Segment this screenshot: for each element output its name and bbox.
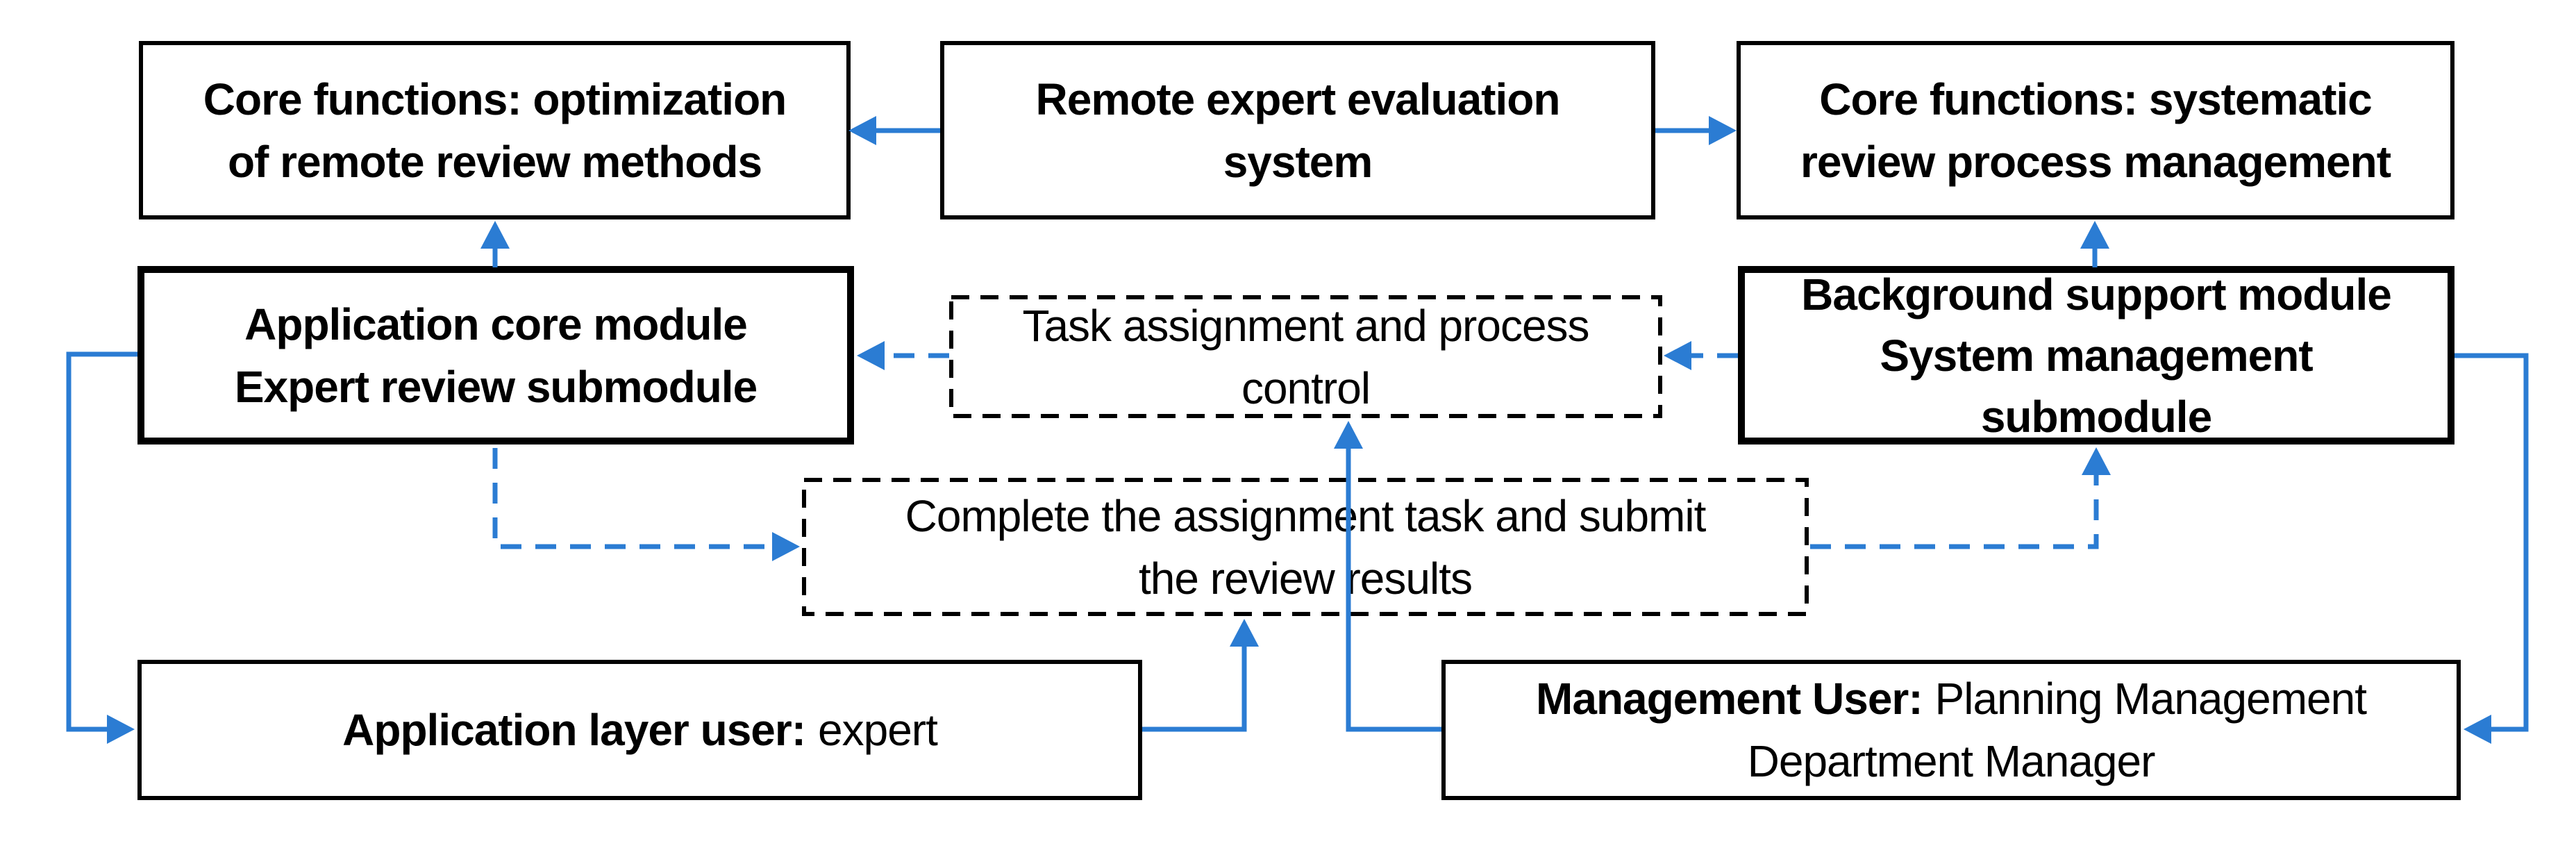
box-task-assignment-line2: control — [1241, 363, 1371, 413]
box-application-core-module-line1: Application core module — [244, 299, 748, 349]
arrow-app-core-to-complete — [492, 448, 800, 561]
management-user-value-line1: Planning Management — [1934, 674, 2367, 724]
arrow-background-to-core-right — [2080, 221, 2109, 267]
arrow-system-to-core-right — [1655, 116, 1737, 145]
box-application-layer-user: Application layer user:expert — [137, 660, 1142, 800]
box-core-functions-left: Core functions: optimization of remote r… — [139, 41, 851, 219]
box-background-support-line2: System management — [1880, 330, 2313, 381]
box-management-user: Management User:Planning Management Depa… — [1441, 660, 2461, 800]
box-remote-expert-system-line2: system — [1223, 136, 1373, 187]
arrow-background-to-task — [1664, 341, 1738, 370]
box-core-functions-left-line1: Core functions: optimization — [203, 74, 787, 124]
arrow-app-core-to-app-user — [66, 351, 137, 744]
box-core-functions-left-line2: of remote review methods — [227, 136, 762, 187]
box-application-core-module: Application core module Expert review su… — [137, 266, 854, 445]
box-task-assignment-line1: Task assignment and process — [1022, 300, 1589, 351]
box-background-support: Background support module System managem… — [1738, 266, 2454, 445]
box-complete-assignment-line2: the review results — [1139, 553, 1473, 604]
box-remote-expert-system: Remote expert evaluation system — [940, 41, 1655, 219]
arrow-system-to-core-left — [848, 116, 940, 145]
box-core-functions-right: Core functions: systematic review proces… — [1737, 41, 2454, 219]
application-layer-user-value: expert — [818, 705, 938, 755]
arrow-app-core-to-core-left — [480, 221, 510, 267]
management-user-label: Management User: — [1536, 674, 1923, 724]
box-complete-assignment: Complete the assignment task and submit … — [802, 478, 1809, 616]
box-complete-assignment-line1: Complete the assignment task and submit — [905, 490, 1707, 541]
box-core-functions-right-line1: Core functions: systematic — [1819, 74, 2373, 124]
box-core-functions-right-line2: review process management — [1800, 136, 2391, 187]
box-background-support-line3: submodule — [1980, 391, 2212, 442]
arrow-background-to-management-user — [2454, 353, 2529, 744]
management-user-value-line2: Department Manager — [1747, 736, 2156, 786]
arrow-complete-to-background — [1810, 447, 2111, 549]
application-layer-user-label: Application layer user: — [342, 705, 806, 755]
box-remote-expert-system-line1: Remote expert evaluation — [1035, 74, 1561, 124]
box-task-assignment: Task assignment and process control — [949, 295, 1662, 418]
box-application-core-module-line2: Expert review submodule — [234, 361, 758, 412]
arrow-task-to-app-core — [857, 341, 949, 370]
arrow-app-user-to-complete — [1142, 619, 1259, 732]
box-background-support-line1: Background support module — [1801, 269, 2392, 319]
